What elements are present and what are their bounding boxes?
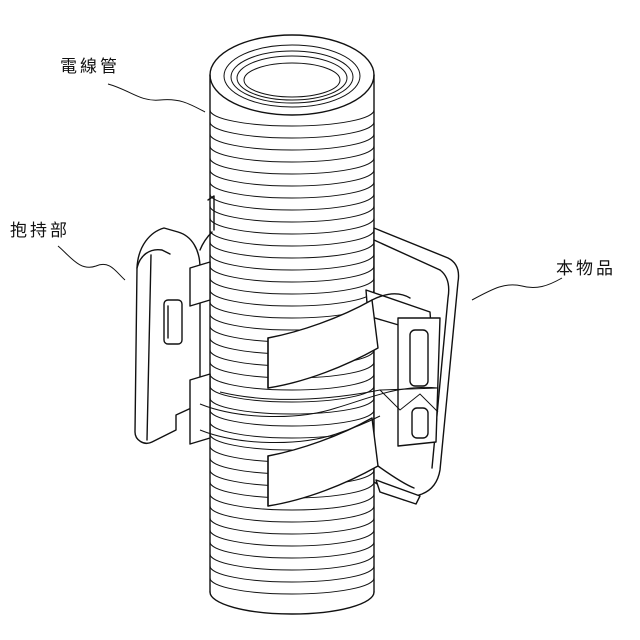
conduit-rib — [210, 218, 374, 234]
conduit-rib — [210, 230, 374, 246]
conduit-rib — [210, 254, 374, 270]
conduit-rib — [210, 182, 374, 198]
plate-slot-upper — [410, 330, 428, 386]
label-holding-part: 抱持部 — [10, 221, 70, 241]
conduit-rib — [210, 146, 374, 162]
conduit-rib — [210, 290, 374, 306]
conduit-rib — [210, 278, 374, 294]
holding-part-clip — [135, 228, 212, 444]
conduit-rib — [210, 170, 374, 186]
conduit-bottom-edge — [210, 592, 374, 614]
label-conduit: 電線管 — [60, 57, 120, 77]
conduit-rib — [210, 506, 374, 522]
conduit-rib — [210, 194, 374, 210]
conduit-rib — [210, 242, 374, 258]
leader-line-conduit — [108, 84, 205, 112]
leader-line-holding-part — [58, 246, 125, 280]
conduit-rib — [210, 134, 374, 150]
conduit-rib — [210, 542, 374, 558]
conduit-rib — [210, 578, 374, 594]
leader-line-main-body — [472, 278, 562, 300]
conduit-rib — [210, 158, 374, 174]
conduit-rib — [210, 410, 374, 426]
conduit-rib — [210, 566, 374, 582]
plate-slot-lower — [412, 408, 428, 438]
conduit-rib — [210, 530, 374, 546]
conduit-rib — [210, 122, 374, 138]
label-main-body: 本物品 — [556, 259, 616, 279]
conduit-rib — [210, 206, 374, 222]
conduit-rib — [210, 266, 374, 282]
conduit-rib — [210, 554, 374, 570]
conduit-rib — [210, 398, 374, 414]
clip-slot — [164, 300, 182, 344]
conduit-rib — [210, 518, 374, 534]
